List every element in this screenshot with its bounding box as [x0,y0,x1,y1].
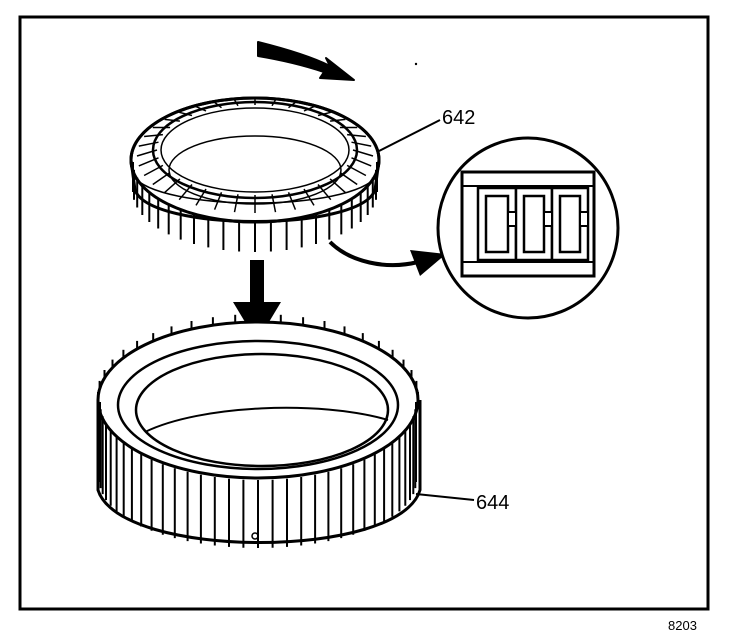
sprag-slot [164,178,181,194]
detail-view [436,136,620,320]
splined-race [96,314,422,548]
sprag-slot [271,99,277,107]
sprag-slot [329,178,346,194]
sprag-slot [195,188,207,206]
sprag-slot [138,141,159,147]
sprag-slot [143,164,164,177]
figure-frame [18,15,710,611]
sprag-slot [347,133,366,138]
sprag-slot [317,111,331,117]
sprag-slot [214,101,222,109]
sprag-slot [346,164,367,177]
sprag-slot [351,157,372,167]
sprag-slot [351,141,372,147]
figure-number: 8203 [668,618,697,633]
sprag-slot [233,99,239,107]
speck [414,62,418,66]
leader-644 [415,493,475,501]
sprag-slot [152,171,171,186]
sprag-slot [288,101,296,109]
sprag-slot [303,188,315,206]
sprag-slot [339,171,358,186]
sprag-slot [136,149,158,157]
label-642: 642 [442,107,475,129]
sprag-slot [164,118,180,122]
sprag-slot [352,149,374,157]
sprag-assembly [129,96,381,252]
sprag-slot [195,105,207,112]
detail-arrow [328,240,446,276]
label-644: 644 [476,492,509,514]
sprag-slot [330,118,346,122]
leader-642 [376,119,441,153]
rotation-arrow [257,41,355,81]
sprag-slot [138,157,159,167]
sprag-slot [179,111,193,117]
sprag-slot [144,133,163,138]
sprag-slot [303,105,315,112]
